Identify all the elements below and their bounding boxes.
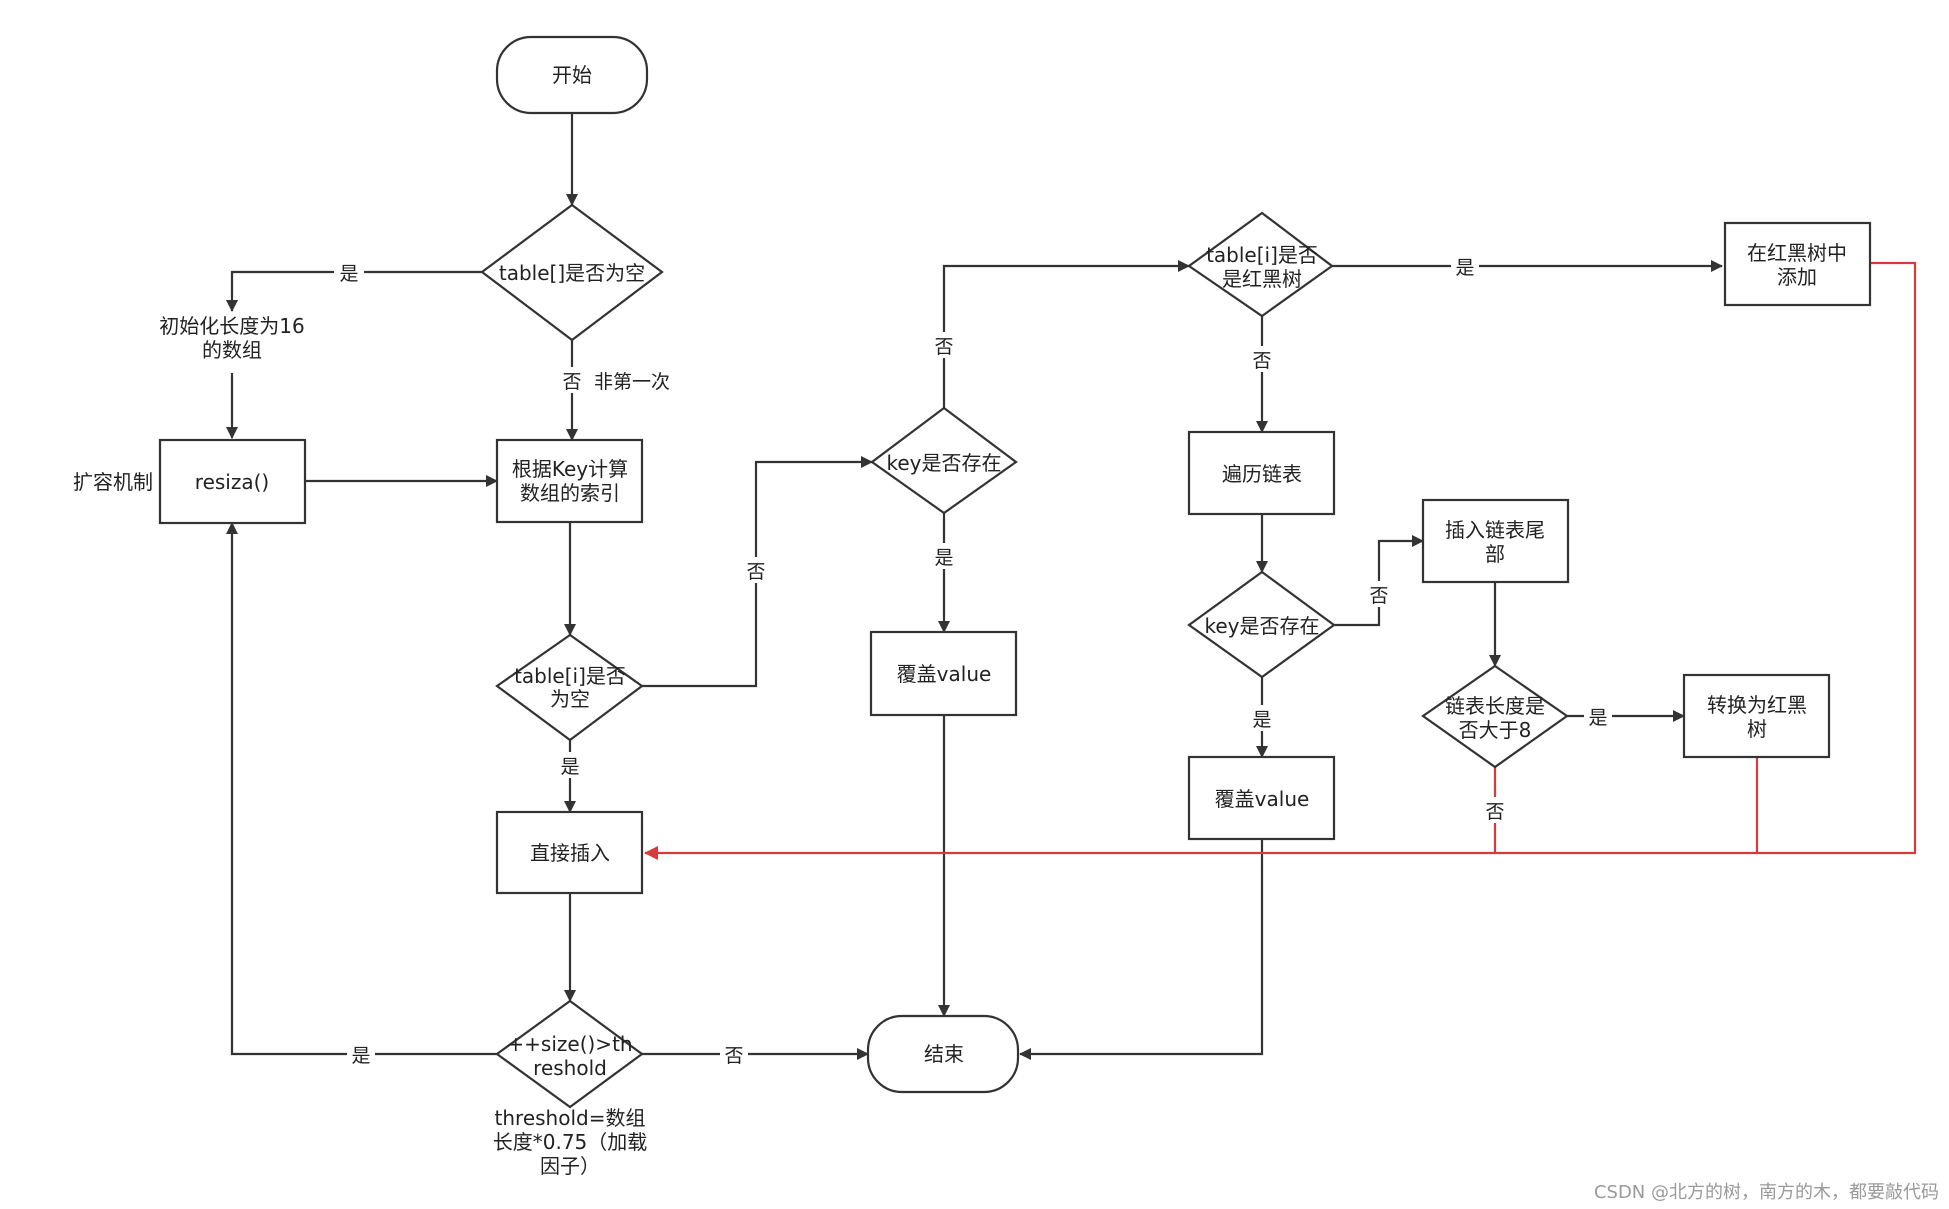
note-threshold-line3: 因子） <box>540 1154 600 1178</box>
to-tree-line2: 树 <box>1747 717 1767 741</box>
label-is-tree-yes: 是 <box>1455 257 1474 279</box>
calc-index-box <box>495 438 644 524</box>
size-check-line1: ++size()>th <box>507 1032 632 1056</box>
len-check-line1: 链表长度是 <box>1445 694 1545 718</box>
label-size-check-no: 否 <box>724 1045 743 1067</box>
is-tree-line2: 是红黑树 <box>1222 267 1302 291</box>
is-tree-diamond <box>1187 211 1334 318</box>
tree-add-line1: 在红黑树中 <box>1747 241 1847 265</box>
to-tree-line1: 转换为红黑 <box>1707 693 1807 717</box>
label-table-empty-no: 否 <box>562 371 581 393</box>
key-exists-2-label: key是否存在 <box>1204 614 1319 638</box>
edge-key1-no <box>942 260 1190 408</box>
watermark: CSDN @北方的树，南方的木，都要敲代码 <box>1594 1182 1939 1203</box>
label-key1-yes: 是 <box>934 547 953 569</box>
node-labels: 开始 table[]是否为空 初始化长度为16 的数组 resiza() 根据K… <box>159 63 1847 1080</box>
ti-empty-diamond <box>495 633 644 742</box>
label-table-empty-yes: 是 <box>339 263 358 285</box>
append-tail-box <box>1421 498 1570 584</box>
edge-table-empty-yes <box>226 270 482 312</box>
notes: 扩容机制 threshold=数组 长度*0.75（加载 因子） <box>73 470 647 1178</box>
note-threshold-line2: 长度*0.75（加载 <box>493 1130 648 1154</box>
edge-overwrite2-to-end <box>1019 839 1264 1060</box>
insert-box <box>495 810 644 895</box>
ti-empty-line2: 为空 <box>550 687 590 711</box>
note-expand: 扩容机制 <box>73 470 153 494</box>
tree-add-line2: 添加 <box>1777 265 1817 289</box>
traverse-box <box>1187 430 1336 516</box>
ti-empty-line1: table[i]是否 <box>514 664 626 688</box>
edge-size-check-yes <box>226 522 497 1056</box>
label-ti-empty-no: 否 <box>746 561 765 583</box>
overwrite-1-box <box>869 630 1018 717</box>
init-label-line2: 的数组 <box>202 338 262 362</box>
init-label-line1: 初始化长度为16 <box>159 314 304 338</box>
resize-label: resiza() <box>195 470 269 494</box>
label-key2-no: 否 <box>1369 585 1388 607</box>
label-not-first: 非第一次 <box>594 371 670 393</box>
overwrite-2-label: 覆盖value <box>1215 787 1310 811</box>
end-label: 结束 <box>924 1042 964 1066</box>
edges <box>226 113 1723 1060</box>
nodes <box>158 35 1872 1109</box>
table-empty-diamond <box>480 203 664 342</box>
label-size-check-yes: 是 <box>351 1045 370 1067</box>
label-len-check-no: 否 <box>1485 801 1504 823</box>
end-node <box>866 1014 1020 1094</box>
size-check-diamond <box>495 999 644 1109</box>
to-tree-box <box>1682 673 1831 759</box>
tree-add-box <box>1723 221 1872 307</box>
label-ti-empty-yes: 是 <box>560 756 579 778</box>
key-exists-1-label: key是否存在 <box>886 451 1001 475</box>
append-tail-line1: 插入链表尾 <box>1445 518 1545 542</box>
is-tree-line1: table[i]是否 <box>1206 243 1318 267</box>
key-exists-1-diamond <box>870 406 1018 515</box>
append-tail-line2: 部 <box>1485 542 1505 566</box>
edge-labels: 是 否 非第一次 否 是 是 否 是 否 是 否 是 否 是 否 <box>334 253 1612 1067</box>
insert-label: 直接插入 <box>530 841 610 865</box>
label-key2-yes: 是 <box>1252 709 1271 731</box>
start-label: 开始 <box>552 63 592 87</box>
traverse-label: 遍历链表 <box>1222 462 1302 486</box>
calc-index-line2: 数组的索引 <box>520 481 620 505</box>
resize-box <box>158 438 307 525</box>
len-check-diamond <box>1421 664 1569 769</box>
note-threshold-line1: threshold=数组 <box>495 1106 646 1130</box>
label-len-check-yes: 是 <box>1588 707 1607 729</box>
len-check-line2: 否大于8 <box>1459 718 1532 742</box>
label-key1-no: 否 <box>934 336 953 358</box>
overwrite-1-label: 覆盖value <box>897 662 992 686</box>
table-empty-label: table[]是否为空 <box>499 261 645 285</box>
start-node <box>495 35 649 115</box>
size-check-line2: reshold <box>533 1056 607 1080</box>
key-exists-2-diamond <box>1187 570 1336 679</box>
calc-index-line1: 根据Key计算 <box>512 457 628 481</box>
overwrite-2-box <box>1187 755 1336 841</box>
label-is-tree-no: 否 <box>1252 350 1271 372</box>
edge-tree-add-to-insert <box>644 261 1917 860</box>
